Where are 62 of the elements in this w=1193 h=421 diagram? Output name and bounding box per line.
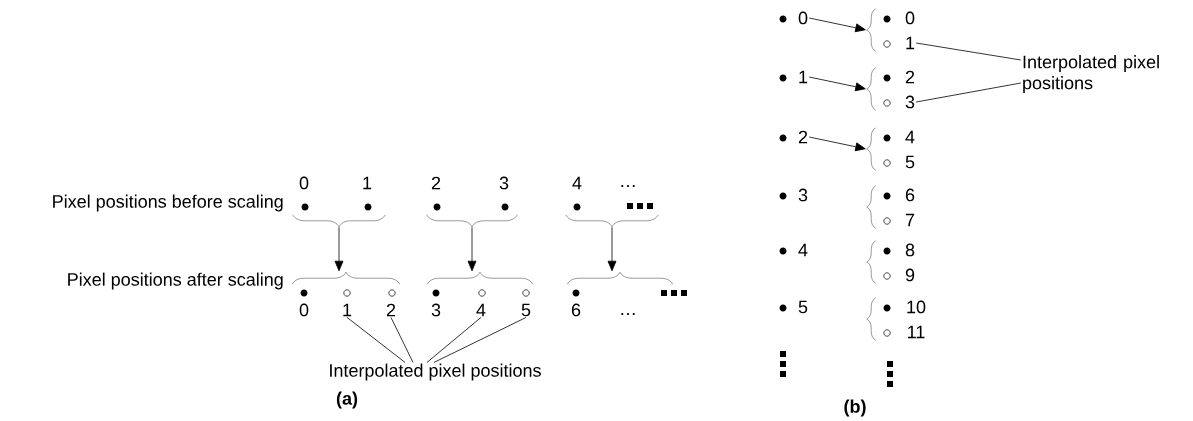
callout-text: Interpolated pixel positions bbox=[330, 363, 541, 381]
pixel-number: 5 bbox=[521, 303, 531, 317]
pixel-number: 2 bbox=[386, 303, 396, 317]
brace bbox=[866, 297, 876, 341]
leader-line bbox=[346, 317, 406, 363]
pixel-number: 4 bbox=[572, 176, 582, 190]
pixel-number: 8 bbox=[905, 243, 915, 257]
brace bbox=[866, 127, 876, 171]
brace bbox=[866, 8, 876, 52]
pixel-number: 0 bbox=[905, 11, 915, 25]
brace bbox=[567, 272, 673, 285]
pixel-number: 6 bbox=[571, 303, 581, 317]
pixel-number: 0 bbox=[299, 303, 309, 317]
pixel-number: … bbox=[621, 313, 635, 315]
arrow bbox=[808, 136, 866, 152]
pixel-number: 6 bbox=[905, 188, 915, 202]
callout-text: Interpolated pixel positions bbox=[1023, 55, 1159, 93]
axis-label: Pixel positions before scaling bbox=[53, 194, 283, 212]
pixel-number: 9 bbox=[905, 268, 915, 282]
pixel-number: 2 bbox=[905, 70, 915, 84]
brace bbox=[866, 185, 876, 229]
pixel-number: 1 bbox=[799, 70, 808, 84]
brace bbox=[292, 272, 400, 285]
pixel-number: 2 bbox=[798, 130, 808, 144]
brace bbox=[565, 214, 659, 227]
pixel-number: 0 bbox=[299, 176, 309, 190]
brace bbox=[866, 67, 876, 111]
arrow bbox=[467, 226, 477, 272]
panel-label: (a) bbox=[336, 391, 358, 409]
leader-line bbox=[426, 317, 482, 363]
arrow bbox=[808, 17, 866, 33]
pixel-number: 3 bbox=[905, 95, 915, 109]
axis-label: Pixel positions after scaling bbox=[68, 272, 283, 290]
pixel-number: 4 bbox=[905, 130, 915, 144]
pixel-number: 3 bbox=[431, 303, 441, 317]
brace bbox=[292, 214, 386, 227]
pixel-number: 1 bbox=[906, 36, 915, 50]
pixel-number: … bbox=[621, 185, 635, 187]
pixel-number: 1 bbox=[343, 303, 352, 317]
panel-label: (b) bbox=[844, 399, 866, 417]
leader-line bbox=[915, 82, 1022, 103]
arrow bbox=[808, 76, 866, 92]
pixel-number: 3 bbox=[798, 188, 808, 202]
pixel-number: 7 bbox=[905, 213, 915, 227]
pixel-number: 5 bbox=[798, 300, 808, 314]
pixel-number: 1 bbox=[363, 176, 372, 190]
leader-line bbox=[433, 317, 527, 363]
pixel-number: 5 bbox=[905, 155, 915, 169]
pixel-number: 4 bbox=[476, 303, 486, 317]
pixel-number: 0 bbox=[798, 11, 808, 25]
leader-line bbox=[915, 42, 1022, 61]
pixel-number: 11 bbox=[908, 325, 925, 339]
brace bbox=[426, 214, 518, 227]
pixel-number: 3 bbox=[499, 176, 509, 190]
leader-line bbox=[390, 317, 414, 363]
arrow bbox=[607, 226, 617, 272]
pixel-number: 2 bbox=[431, 176, 441, 190]
pixel-number: 4 bbox=[798, 243, 808, 257]
brace bbox=[427, 272, 533, 285]
pixel-number: 10 bbox=[907, 300, 926, 314]
arrow bbox=[334, 226, 344, 272]
brace bbox=[866, 240, 876, 284]
